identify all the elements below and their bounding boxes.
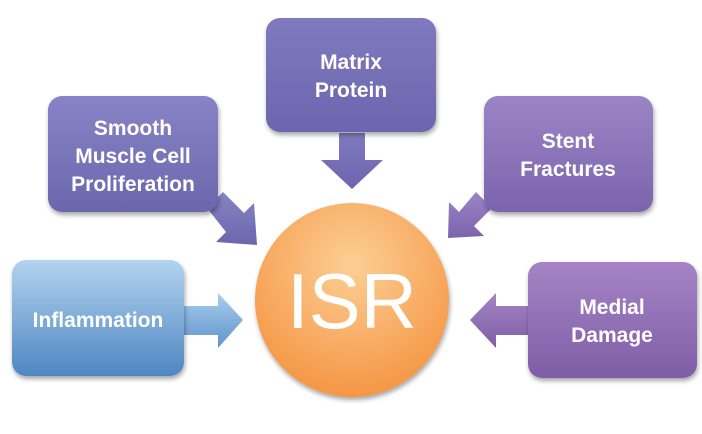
label-smooth-muscle: Smooth Muscle Cell Proliferation: [71, 117, 195, 196]
arrow-matrix-protein: [321, 133, 383, 189]
arrow-stent-fractures: [448, 192, 492, 238]
label-line: Matrix: [320, 51, 382, 74]
box-medial-damage: [528, 262, 697, 378]
label-inflammation: Inflammation: [33, 309, 164, 332]
label-line: Fractures: [520, 158, 616, 181]
label-line: Inflammation: [33, 309, 164, 332]
label-line: Protein: [315, 79, 387, 102]
arrow-smooth-muscle: [207, 192, 257, 245]
box-stent-fractures: [484, 96, 653, 212]
center-circle: [255, 203, 449, 397]
label-line: Smooth: [94, 117, 172, 140]
label-line: Muscle Cell: [75, 145, 191, 168]
arrow-medial-damage: [470, 293, 530, 348]
box-inflammation: [12, 260, 184, 376]
arrow-inflammation: [184, 293, 243, 348]
label-line: Damage: [571, 324, 653, 347]
box-smooth-muscle: [48, 96, 218, 212]
label-line: Medial: [579, 296, 644, 319]
box-matrix-protein: [266, 18, 436, 132]
center-label: ISR: [287, 257, 417, 345]
label-line: Proliferation: [71, 173, 195, 196]
label-line: Stent: [542, 130, 595, 153]
label-stent-fractures: Stent Fractures: [520, 130, 616, 181]
label-medial-damage: Medial Damage: [571, 296, 653, 347]
label-matrix-protein: Matrix Protein: [315, 51, 387, 102]
